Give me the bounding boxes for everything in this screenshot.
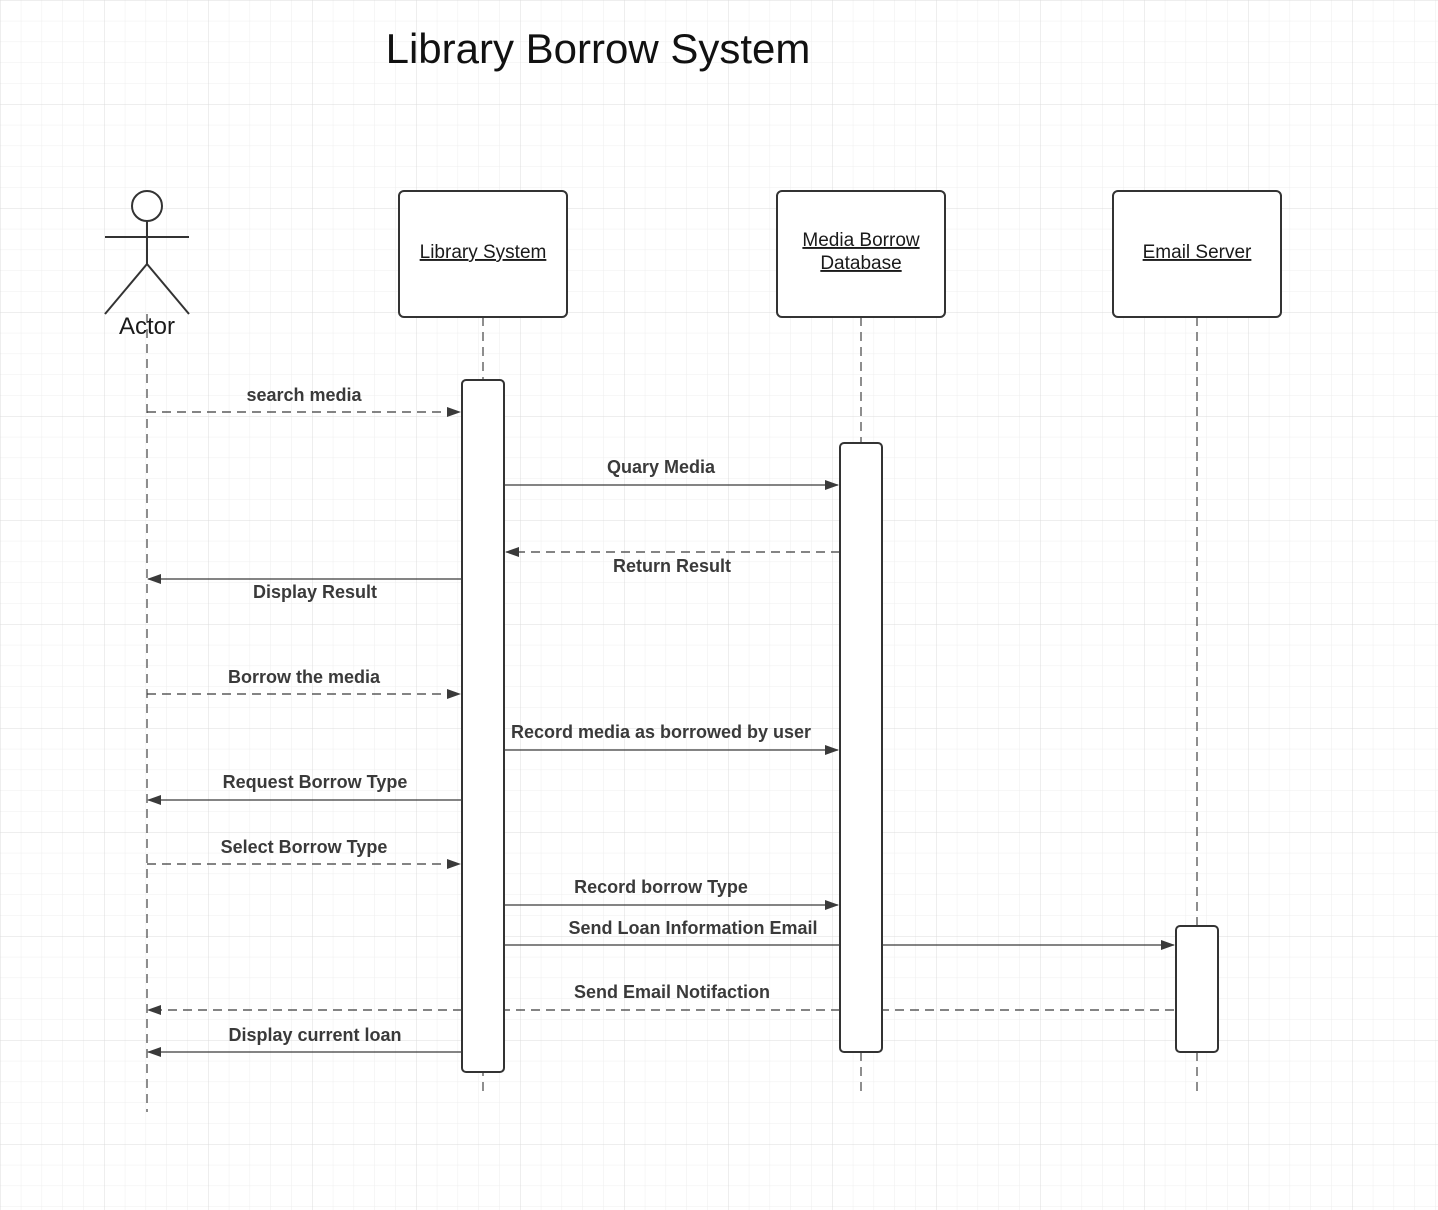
message-record-media-as-borrowed[interactable]: Record media as borrowed by user <box>504 722 839 755</box>
message-return-result[interactable]: Return Result <box>505 547 840 576</box>
participant-label-line-1: Media Borrow <box>802 230 919 251</box>
message-label: Display current loan <box>228 1025 401 1045</box>
message-label: Send Loan Information Email <box>568 918 817 938</box>
message-label: Send Email Notifaction <box>574 982 770 1002</box>
library-system-activation-bar[interactable] <box>461 379 505 1073</box>
email-server-activation-bar[interactable] <box>1175 925 1219 1053</box>
message-send-email-notification[interactable]: Send Email Notifaction <box>147 982 1174 1015</box>
actor-right-leg <box>146 263 190 315</box>
message-request-borrow-type[interactable]: Request Borrow Type <box>147 772 462 805</box>
diagram-title: Library Borrow System <box>386 25 811 72</box>
participant-library-system[interactable]: Library System <box>398 190 568 318</box>
participant-box <box>1112 190 1282 318</box>
message-label: Record media as borrowed by user <box>511 722 811 742</box>
actor-head <box>131 190 163 222</box>
message-label: Select Borrow Type <box>221 837 388 857</box>
participant-media-borrow-database[interactable]: Media Borrow Database <box>776 190 946 318</box>
participant-label: Library System <box>420 242 547 263</box>
message-display-current-loan[interactable]: Display current loan <box>147 1025 462 1057</box>
message-search-media[interactable]: search media <box>147 385 461 417</box>
message-label: Return Result <box>613 556 731 576</box>
participant-box <box>776 190 946 318</box>
message-record-borrow-type[interactable]: Record borrow Type <box>504 877 839 910</box>
participant-label: Email Server <box>1143 242 1252 263</box>
media-borrow-database-activation-bar[interactable] <box>839 442 883 1053</box>
message-quary-media[interactable]: Quary Media <box>504 457 839 490</box>
actor-left-leg <box>104 263 148 315</box>
message-borrow-the-media[interactable]: Borrow the media <box>147 667 461 699</box>
message-select-borrow-type[interactable]: Select Borrow Type <box>147 837 461 869</box>
participant-label-line-2: Database <box>820 253 901 274</box>
message-label: Quary Media <box>607 457 716 477</box>
message-send-loan-information-email[interactable]: Send Loan Information Email <box>504 918 1175 950</box>
message-label: Display Result <box>253 582 377 602</box>
participant-box <box>398 190 568 318</box>
message-label: Request Borrow Type <box>223 772 408 792</box>
message-label: search media <box>246 385 362 405</box>
participant-email-server[interactable]: Email Server <box>1112 190 1282 318</box>
message-label: Record borrow Type <box>574 877 748 897</box>
message-label: Borrow the media <box>228 667 381 687</box>
message-display-result[interactable]: Display Result <box>147 574 462 602</box>
